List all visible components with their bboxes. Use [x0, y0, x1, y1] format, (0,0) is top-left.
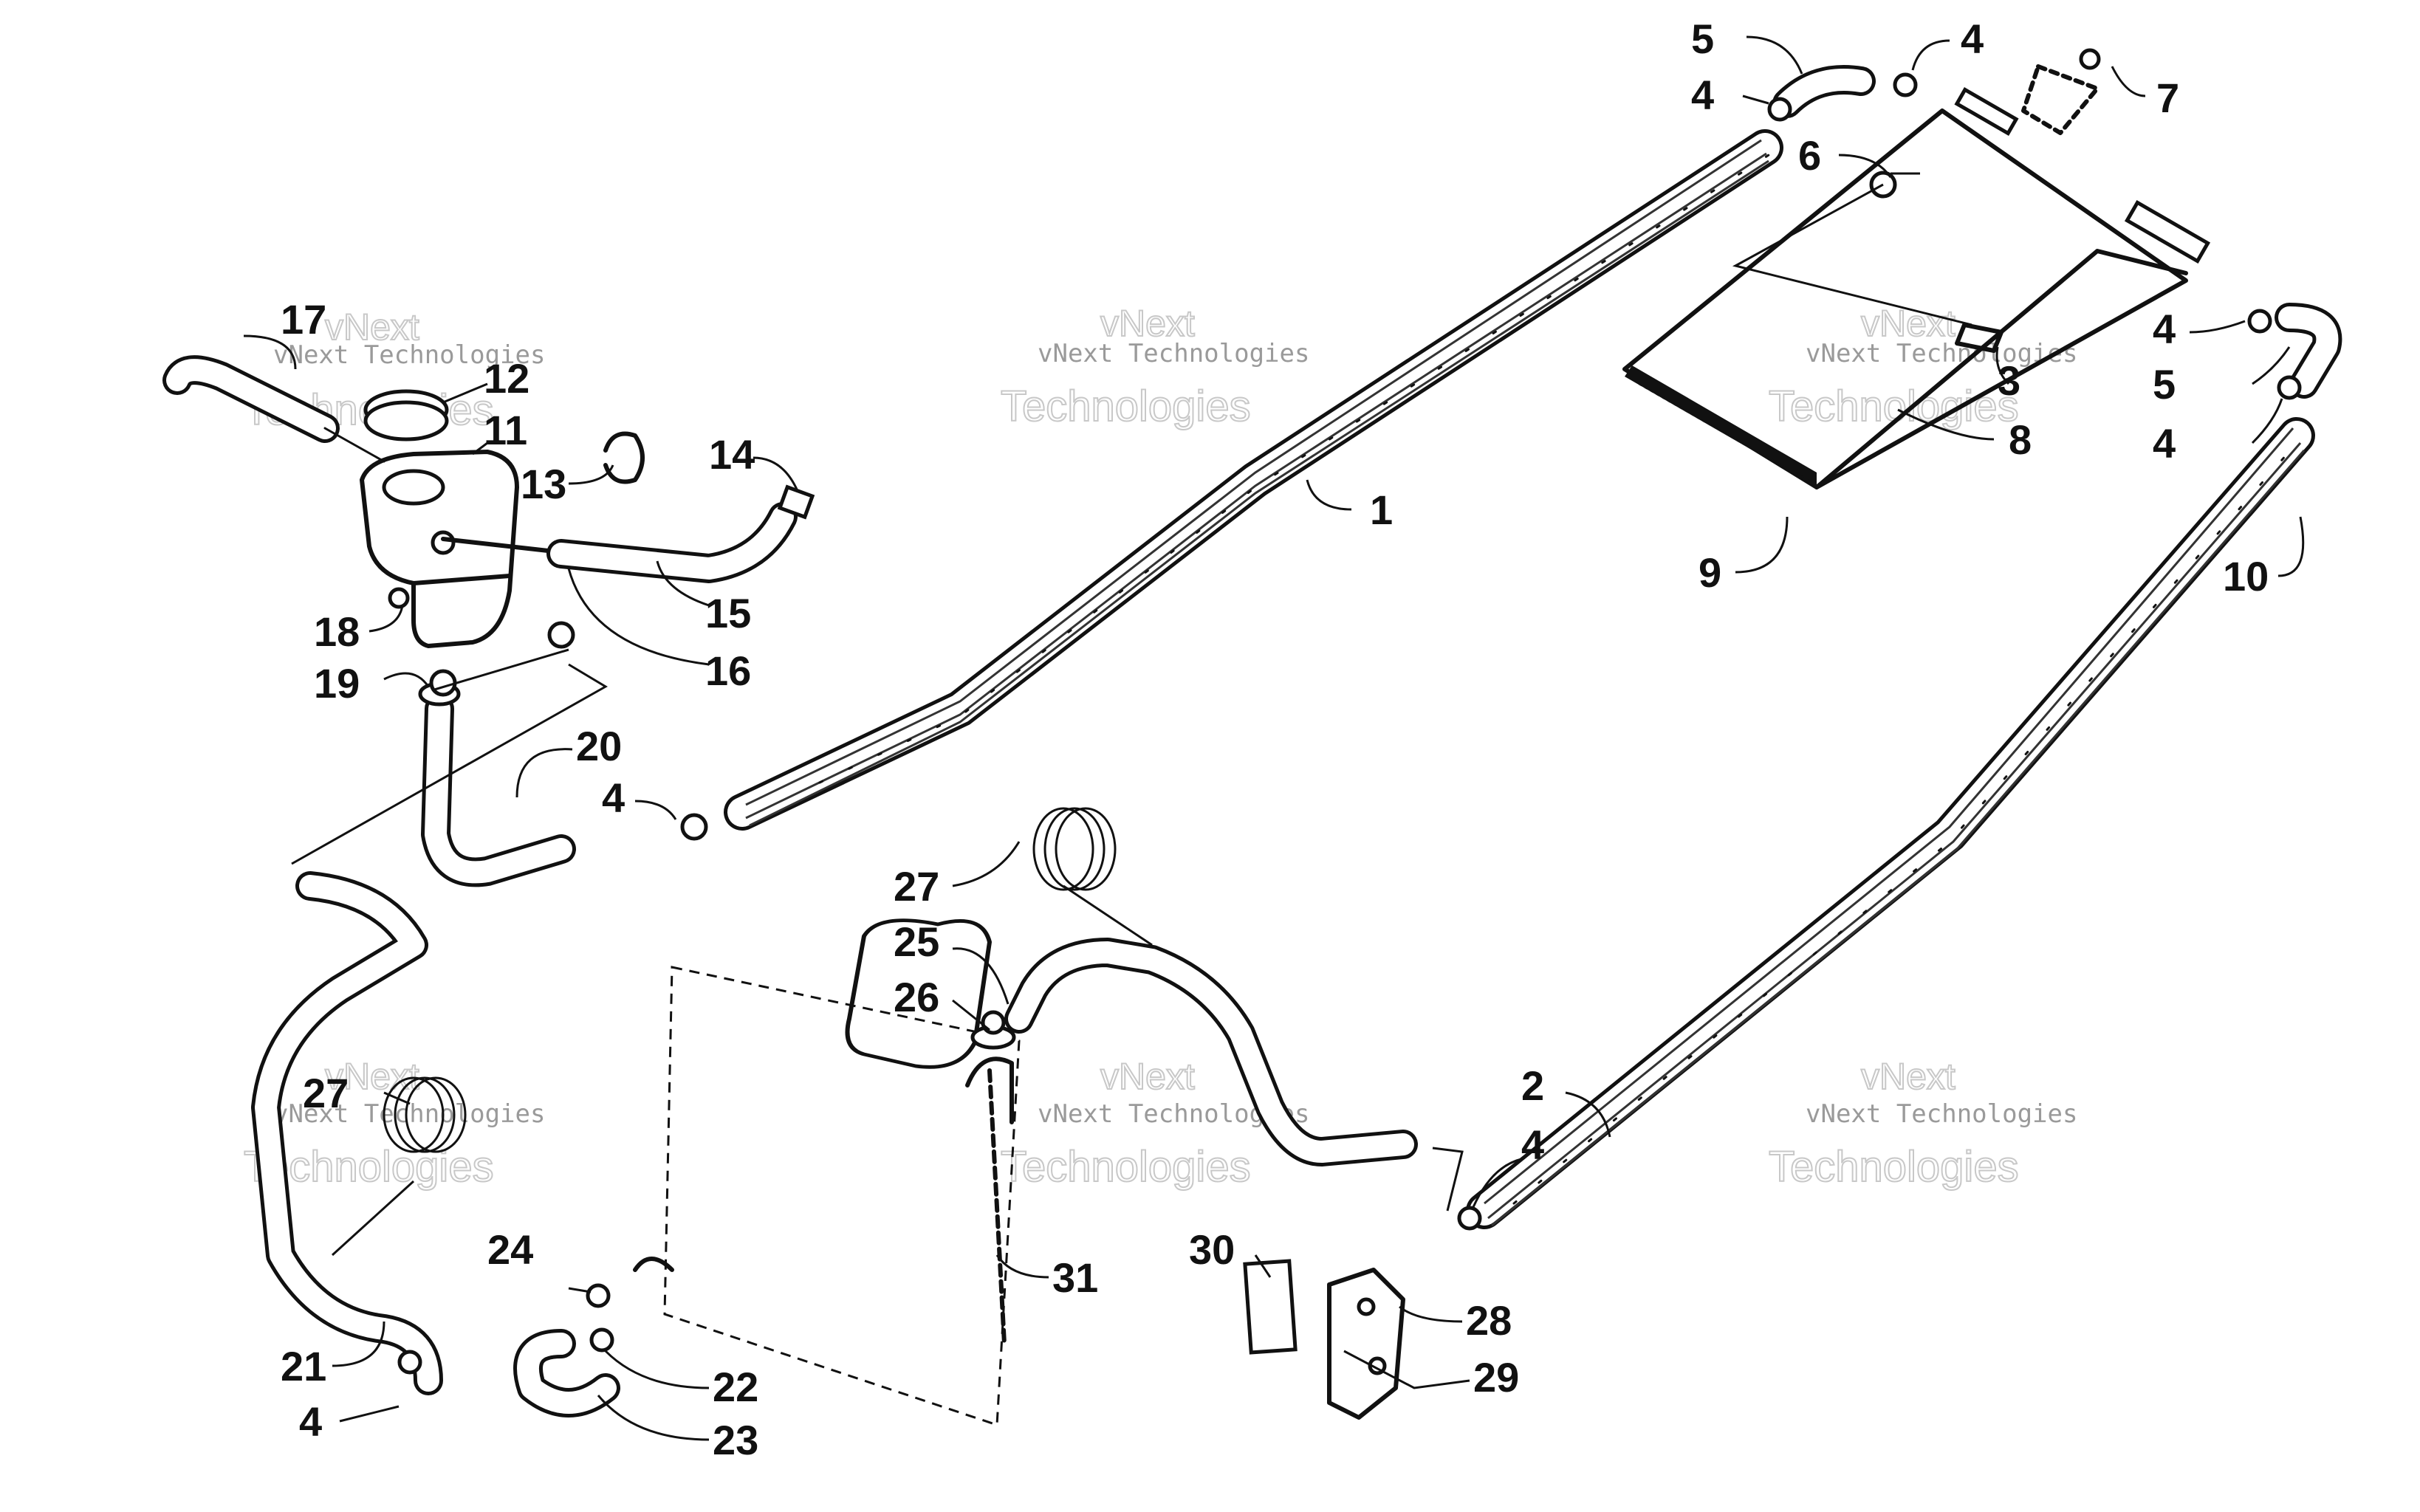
callout-4: 4 — [2153, 420, 2176, 467]
hose-middle — [1004, 938, 1418, 1166]
watermark-line1: vNext Technologies — [273, 340, 545, 370]
callout-21: 21 — [281, 1343, 326, 1389]
vent-hose — [546, 484, 815, 583]
callout-27: 27 — [303, 1070, 349, 1116]
watermark-line2: Technologies — [1001, 1143, 1251, 1191]
callout-13: 13 — [521, 461, 566, 507]
heat-exchanger-rail-left — [724, 129, 1783, 831]
retaining-ring — [603, 431, 645, 484]
watermark-2: vNext vNext Technologies Technologies — [1000, 302, 1309, 431]
callout-31: 31 — [1052, 1254, 1098, 1301]
callout-7: 7 — [2156, 75, 2179, 121]
hose-right — [2275, 303, 2342, 399]
callout-25: 25 — [894, 918, 939, 965]
link-lines — [291, 172, 1972, 1257]
callout-10: 10 — [2223, 553, 2269, 599]
callout-5: 5 — [2153, 361, 2176, 408]
hose-small — [513, 1329, 620, 1418]
overflow-hose — [162, 355, 385, 463]
watermark-4: vNext vNext Technologies Technologies — [243, 1055, 545, 1192]
watermark-brand: vNext — [1100, 303, 1195, 344]
watermark-line1: vNext Technologies — [1806, 339, 2077, 368]
radiator-panel — [633, 918, 1021, 1427]
spring-coil-lower — [383, 1076, 467, 1153]
callout-leaders — [243, 35, 2305, 1441]
callout-4: 4 — [602, 774, 625, 821]
callout-4: 4 — [2153, 306, 2176, 352]
callout-27: 27 — [894, 863, 939, 910]
callout-4: 4 — [1691, 72, 1714, 118]
foam-pad — [1243, 1259, 1298, 1355]
tank-cap — [363, 389, 449, 441]
watermark-brand: vNext — [325, 306, 419, 348]
callout-4: 4 — [1961, 16, 1984, 62]
watermark-line2: Technologies — [1001, 382, 1251, 430]
callout-labels: 17 12 11 13 14 15 16 18 19 20 4 1 5 4 4 … — [281, 16, 2269, 1463]
callout-26: 26 — [894, 974, 939, 1020]
mounting-bracket — [1327, 1268, 1405, 1420]
watermark-line1: vNext Technologies — [1806, 1099, 2077, 1129]
hose-lower-left — [251, 871, 443, 1395]
watermark-line1: vNext Technologies — [1038, 339, 1309, 368]
callout-11: 11 — [484, 407, 527, 453]
callout-8: 8 — [2009, 416, 2032, 463]
callout-29: 29 — [1473, 1354, 1519, 1401]
callout-15: 15 — [705, 590, 751, 636]
callout-6: 6 — [1798, 132, 1821, 179]
tunnel-cover — [1622, 87, 2211, 489]
clamp-group — [388, 48, 2302, 1375]
callout-5: 5 — [1691, 16, 1714, 62]
watermark-group: vNext vNext Technologies Technologies vN… — [243, 302, 2077, 1192]
callout-22: 22 — [713, 1364, 758, 1410]
watermark-brand: vNext — [1861, 1056, 1955, 1097]
callout-4: 4 — [299, 1398, 322, 1445]
callout-23: 23 — [713, 1417, 758, 1463]
callout-18: 18 — [314, 608, 360, 655]
callout-4: 4 — [1521, 1121, 1544, 1168]
callout-19: 19 — [314, 660, 360, 707]
watermark-3: vNext vNext Technologies Technologies — [1768, 302, 2077, 431]
callout-1: 1 — [1370, 487, 1393, 533]
coolant-tank — [360, 450, 563, 648]
callout-16: 16 — [705, 647, 751, 694]
hose-upper-left — [418, 681, 576, 887]
callout-14: 14 — [709, 431, 755, 478]
watermark-line2: Technologies — [1769, 1143, 2019, 1191]
callout-2: 2 — [1521, 1062, 1544, 1109]
callout-30: 30 — [1189, 1226, 1235, 1273]
callout-28: 28 — [1466, 1297, 1512, 1344]
watermark-6: vNext vNext Technologies Technologies — [1768, 1055, 2077, 1192]
callout-3: 3 — [1998, 357, 2020, 404]
watermark-brand: vNext — [325, 1056, 419, 1097]
spring-coil-upper — [1032, 807, 1117, 891]
heat-exchanger-rail-right — [1466, 417, 2315, 1229]
callout-9: 9 — [1699, 549, 1721, 596]
watermark-brand: vNext — [1100, 1056, 1195, 1097]
callout-20: 20 — [576, 723, 622, 769]
hose-top — [1772, 65, 1876, 118]
callout-12: 12 — [484, 355, 529, 402]
callout-17: 17 — [281, 296, 326, 343]
callout-24: 24 — [487, 1226, 533, 1273]
